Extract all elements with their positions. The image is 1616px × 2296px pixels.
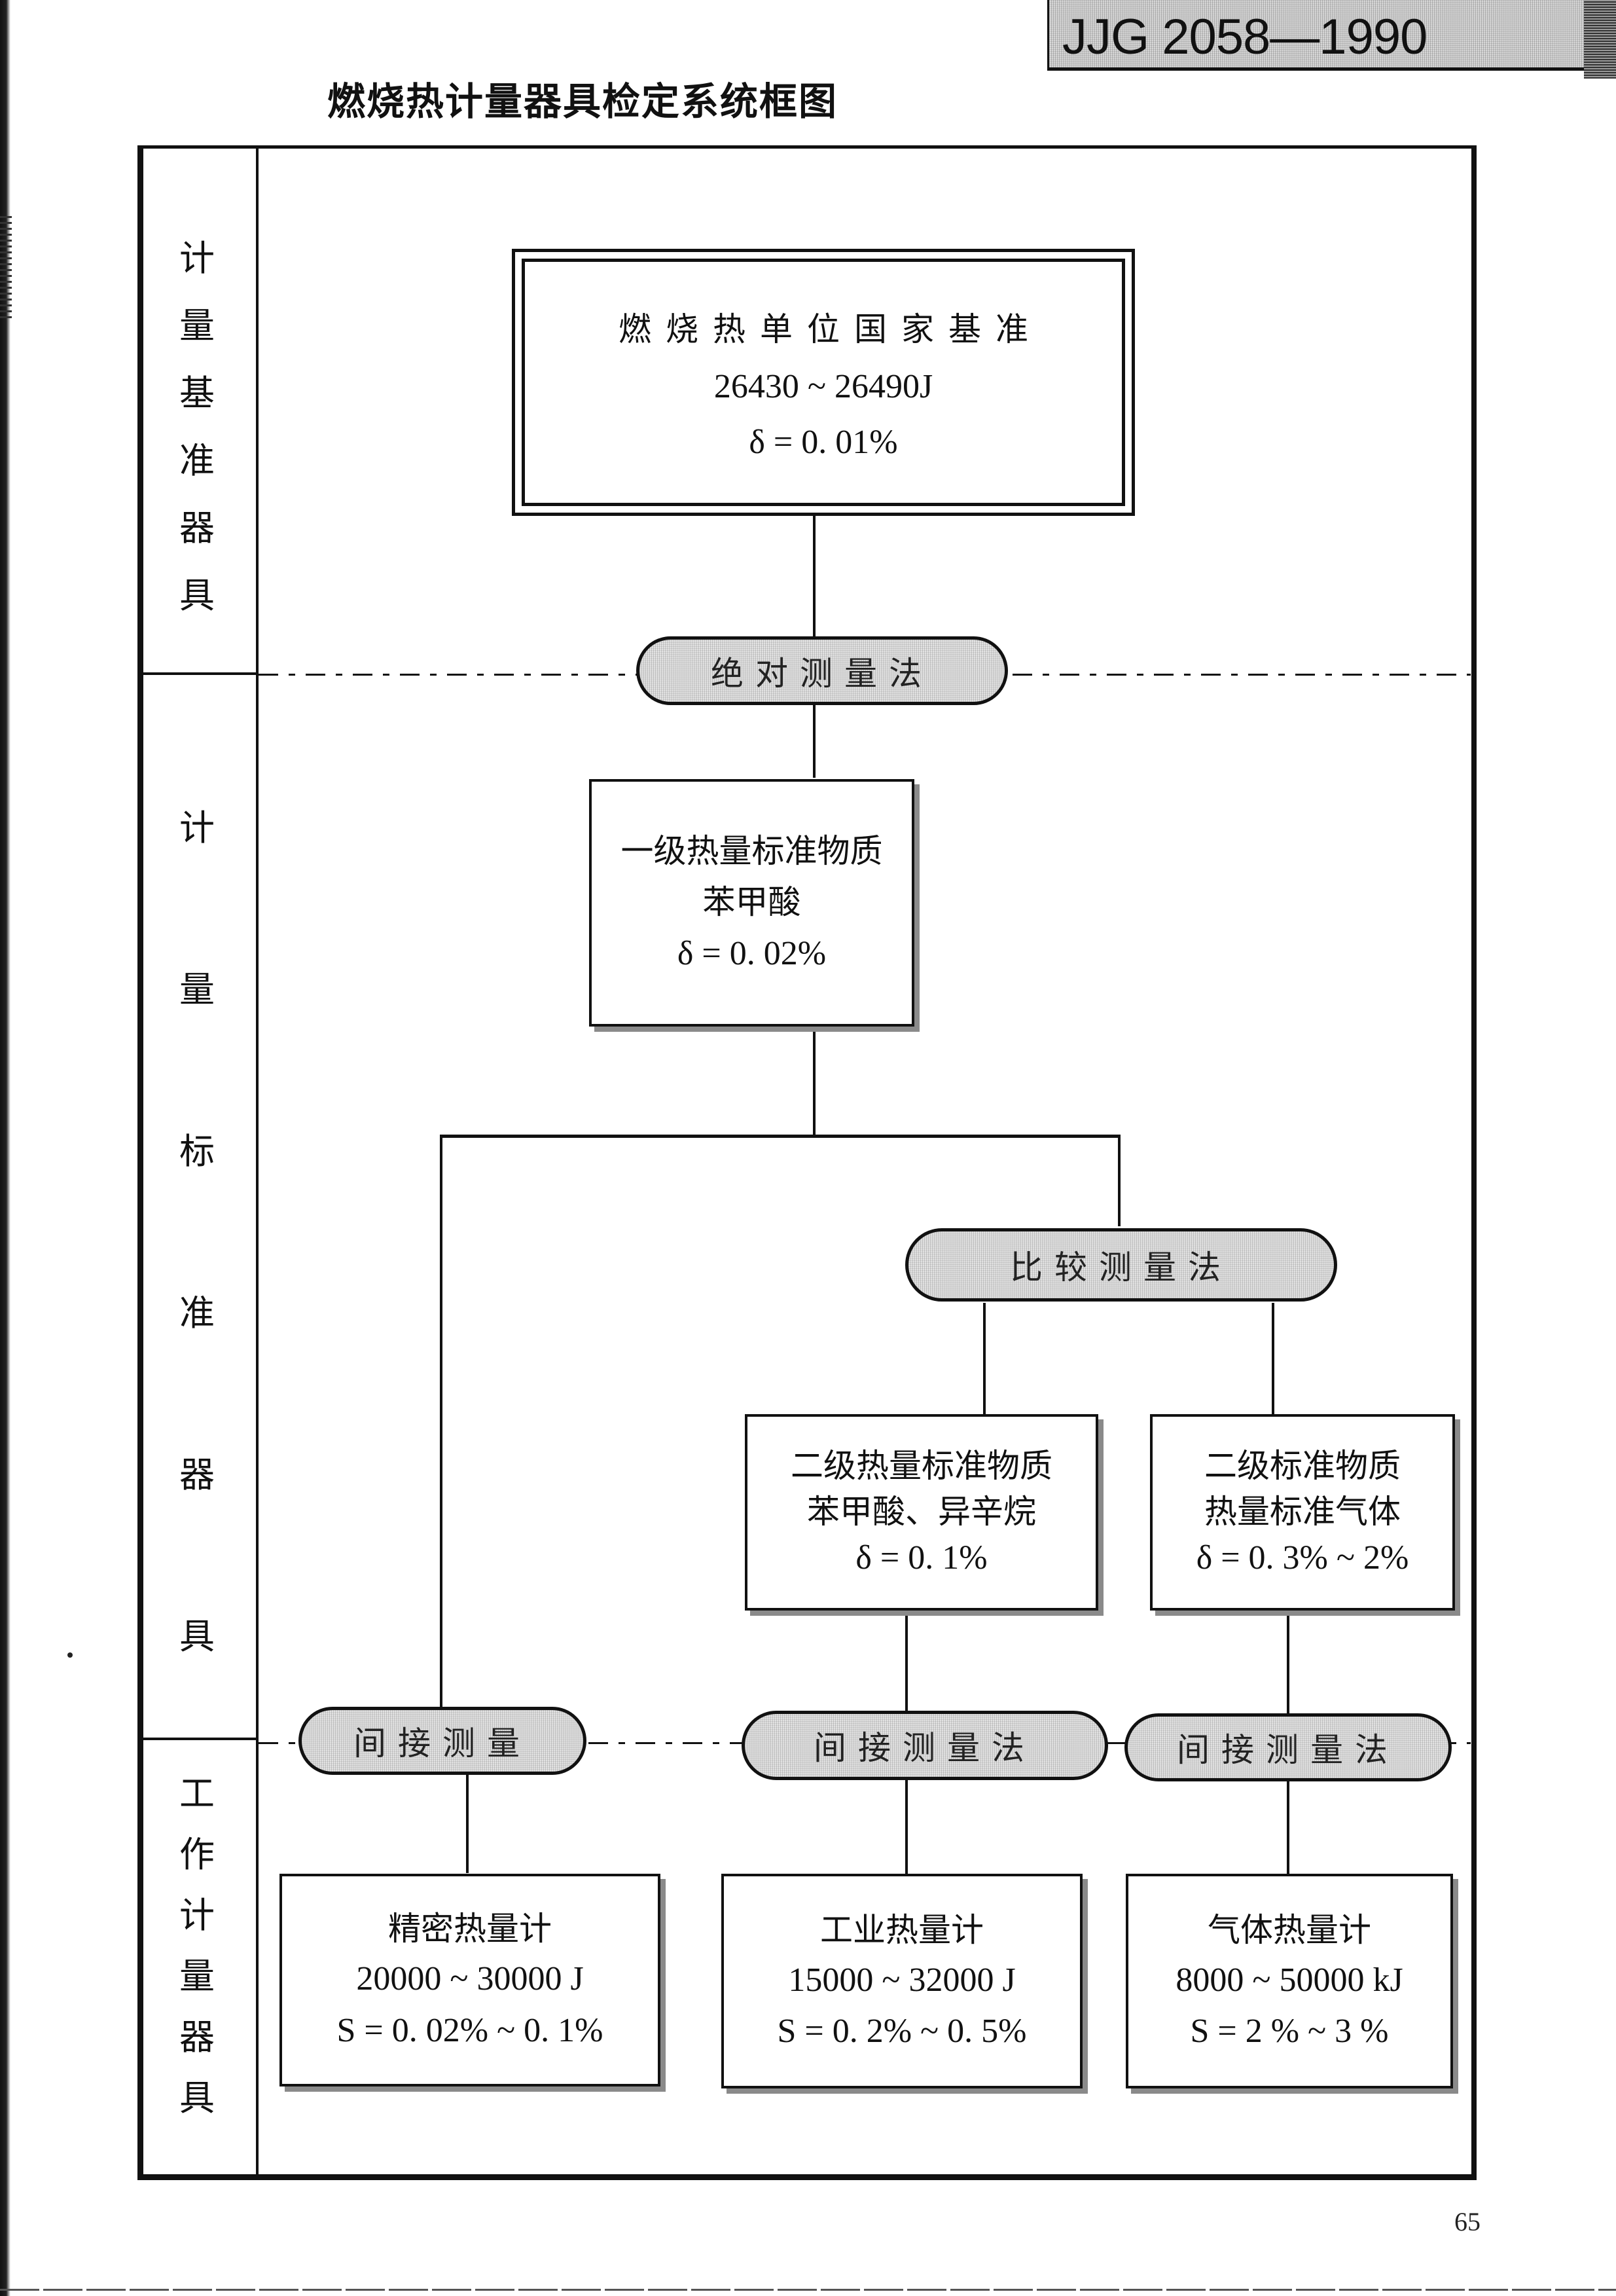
node-industrial-calorimeter: 工业热量计 15000 ~ 32000 J S = 0. 2% ~ 0. 5% bbox=[721, 1874, 1083, 2088]
node-substance: 热量标准气体 bbox=[1204, 1492, 1401, 1531]
node-uncertainty: δ = 0. 3% ~ 2% bbox=[1196, 1539, 1409, 1576]
connector-indirect2-to-industrial bbox=[905, 1779, 908, 1874]
section-char: 工 bbox=[179, 1773, 215, 1814]
node-substance: 苯甲酸 bbox=[702, 883, 801, 921]
node-uncertainty: δ = 0. 02% bbox=[677, 934, 827, 972]
section-char: 准 bbox=[179, 1292, 215, 1334]
node-uncertainty: S = 2 % ~ 3 % bbox=[1190, 2013, 1389, 2050]
method-indirect-measurement-2: 间接测量法 bbox=[742, 1711, 1108, 1780]
section-char: 准 bbox=[179, 440, 215, 481]
standard-code-banner: JJG 2058—1990 bbox=[1047, 0, 1584, 71]
section-char: 作 bbox=[179, 1834, 215, 1875]
category-column-divider bbox=[256, 145, 259, 2180]
section-char: 量 bbox=[179, 1956, 215, 1997]
section-label-working-instruments: 工 作 计 量 器 具 bbox=[137, 1764, 257, 2121]
page-title: 燃烧热计量器具检定系统框图 bbox=[327, 79, 838, 124]
connector-indirect3-to-gas bbox=[1287, 1779, 1289, 1874]
connector-national-to-absolute bbox=[813, 514, 816, 638]
node-range: 15000 ~ 32000 J bbox=[788, 1961, 1016, 1999]
node-name: 二级标准物质 bbox=[1204, 1446, 1401, 1485]
node-national-standard: 燃烧热单位国家基准 26430 ~ 26490J δ = 0. 01% bbox=[512, 249, 1135, 516]
node-range: 8000 ~ 50000 kJ bbox=[1176, 1961, 1403, 1999]
connector-comparison-to-b bbox=[1272, 1303, 1274, 1414]
method-indirect-measurement-3: 间接测量法 bbox=[1124, 1713, 1452, 1781]
banner-edge bbox=[1584, 0, 1616, 79]
method-absolute-measurement: 绝对测量法 bbox=[636, 636, 1008, 705]
node-uncertainty: δ = 0. 01% bbox=[749, 424, 898, 461]
section-char: 计 bbox=[179, 1895, 215, 1936]
section-label-measurement-standards: 计 量 标 准 器 具 bbox=[137, 799, 257, 1659]
connector-branch-left bbox=[440, 1135, 442, 1709]
diagram-frame bbox=[137, 145, 1477, 2180]
node-name: 二级热量标准物质 bbox=[791, 1446, 1052, 1485]
node-uncertainty: δ = 0. 1% bbox=[855, 1539, 988, 1576]
node-primary-reference-material: 一级热量标准物质 苯甲酸 δ = 0. 02% bbox=[589, 779, 914, 1027]
method-label: 比较测量法 bbox=[1010, 1248, 1232, 1286]
row-divider-working bbox=[137, 1738, 259, 1740]
node-substance: 苯甲酸、异辛烷 bbox=[807, 1492, 1036, 1531]
section-char: 具 bbox=[179, 1616, 215, 1657]
node-uncertainty: S = 0. 02% ~ 0. 1% bbox=[336, 2011, 603, 2049]
section-label-primary-standards: 计 量 基 准 器 具 bbox=[137, 229, 257, 618]
node-range: 20000 ~ 30000 J bbox=[356, 1960, 584, 1998]
section-char: 标 bbox=[179, 1131, 215, 1172]
connector-absolute-to-primary bbox=[813, 704, 816, 778]
page-number: 65 bbox=[1454, 2207, 1481, 2236]
section-char: 基 bbox=[179, 373, 215, 414]
scan-speck bbox=[67, 1652, 73, 1658]
connector-branch-horizontal bbox=[440, 1135, 1121, 1138]
method-indirect-measurement-1: 间接测量 bbox=[298, 1707, 586, 1775]
node-range: 26430 ~ 26490J bbox=[713, 368, 933, 405]
standard-code: JJG 2058—1990 bbox=[1062, 9, 1427, 65]
section-char: 具 bbox=[179, 575, 215, 616]
connector-b-to-indirect bbox=[1287, 1611, 1289, 1715]
section-char: 量 bbox=[179, 969, 215, 1010]
node-uncertainty: S = 0. 2% ~ 0. 5% bbox=[777, 2013, 1027, 2050]
node-name: 气体热量计 bbox=[1208, 1910, 1371, 1949]
node-precision-calorimeter: 精密热量计 20000 ~ 30000 J S = 0. 02% ~ 0. 1% bbox=[279, 1874, 660, 2086]
page-bottom-edge bbox=[0, 2289, 1616, 2291]
connector-primary-down bbox=[813, 1025, 816, 1135]
section-char: 具 bbox=[179, 2077, 215, 2119]
method-comparison-measurement: 比较测量法 bbox=[905, 1228, 1337, 1302]
method-label: 间接测量法 bbox=[1177, 1731, 1399, 1769]
node-gas-calorimeter: 气体热量计 8000 ~ 50000 kJ S = 2 % ~ 3 % bbox=[1126, 1874, 1453, 2088]
section-char: 计 bbox=[179, 807, 215, 848]
node-name: 精密热量计 bbox=[388, 1910, 552, 1948]
section-char: 计 bbox=[179, 238, 215, 279]
method-label: 间接测量 bbox=[353, 1724, 531, 1762]
node-secondary-reference-material-a: 二级热量标准物质 苯甲酸、异辛烷 δ = 0. 1% bbox=[745, 1414, 1098, 1611]
node-secondary-reference-material-b: 二级标准物质 热量标准气体 δ = 0. 3% ~ 2% bbox=[1150, 1414, 1455, 1611]
node-name: 工业热量计 bbox=[820, 1910, 984, 1949]
row-divider-primary bbox=[137, 672, 259, 675]
connector-indirect1-to-precision bbox=[466, 1775, 469, 1873]
method-label: 绝对测量法 bbox=[711, 654, 933, 693]
section-char: 量 bbox=[179, 305, 215, 346]
section-char: 器 bbox=[179, 507, 215, 549]
connector-comparison-to-a bbox=[983, 1303, 986, 1414]
method-label: 间接测量法 bbox=[814, 1729, 1036, 1767]
book-binding-edge bbox=[0, 0, 10, 2296]
section-char: 器 bbox=[179, 1454, 215, 1495]
node-name: 一级热量标准物质 bbox=[620, 831, 883, 870]
connector-a-to-indirect bbox=[905, 1607, 908, 1712]
binding-marks bbox=[0, 216, 12, 321]
section-char: 器 bbox=[179, 2016, 215, 2058]
node-name: 燃烧热单位国家基准 bbox=[619, 310, 1043, 348]
connector-branch-right bbox=[1118, 1135, 1121, 1226]
